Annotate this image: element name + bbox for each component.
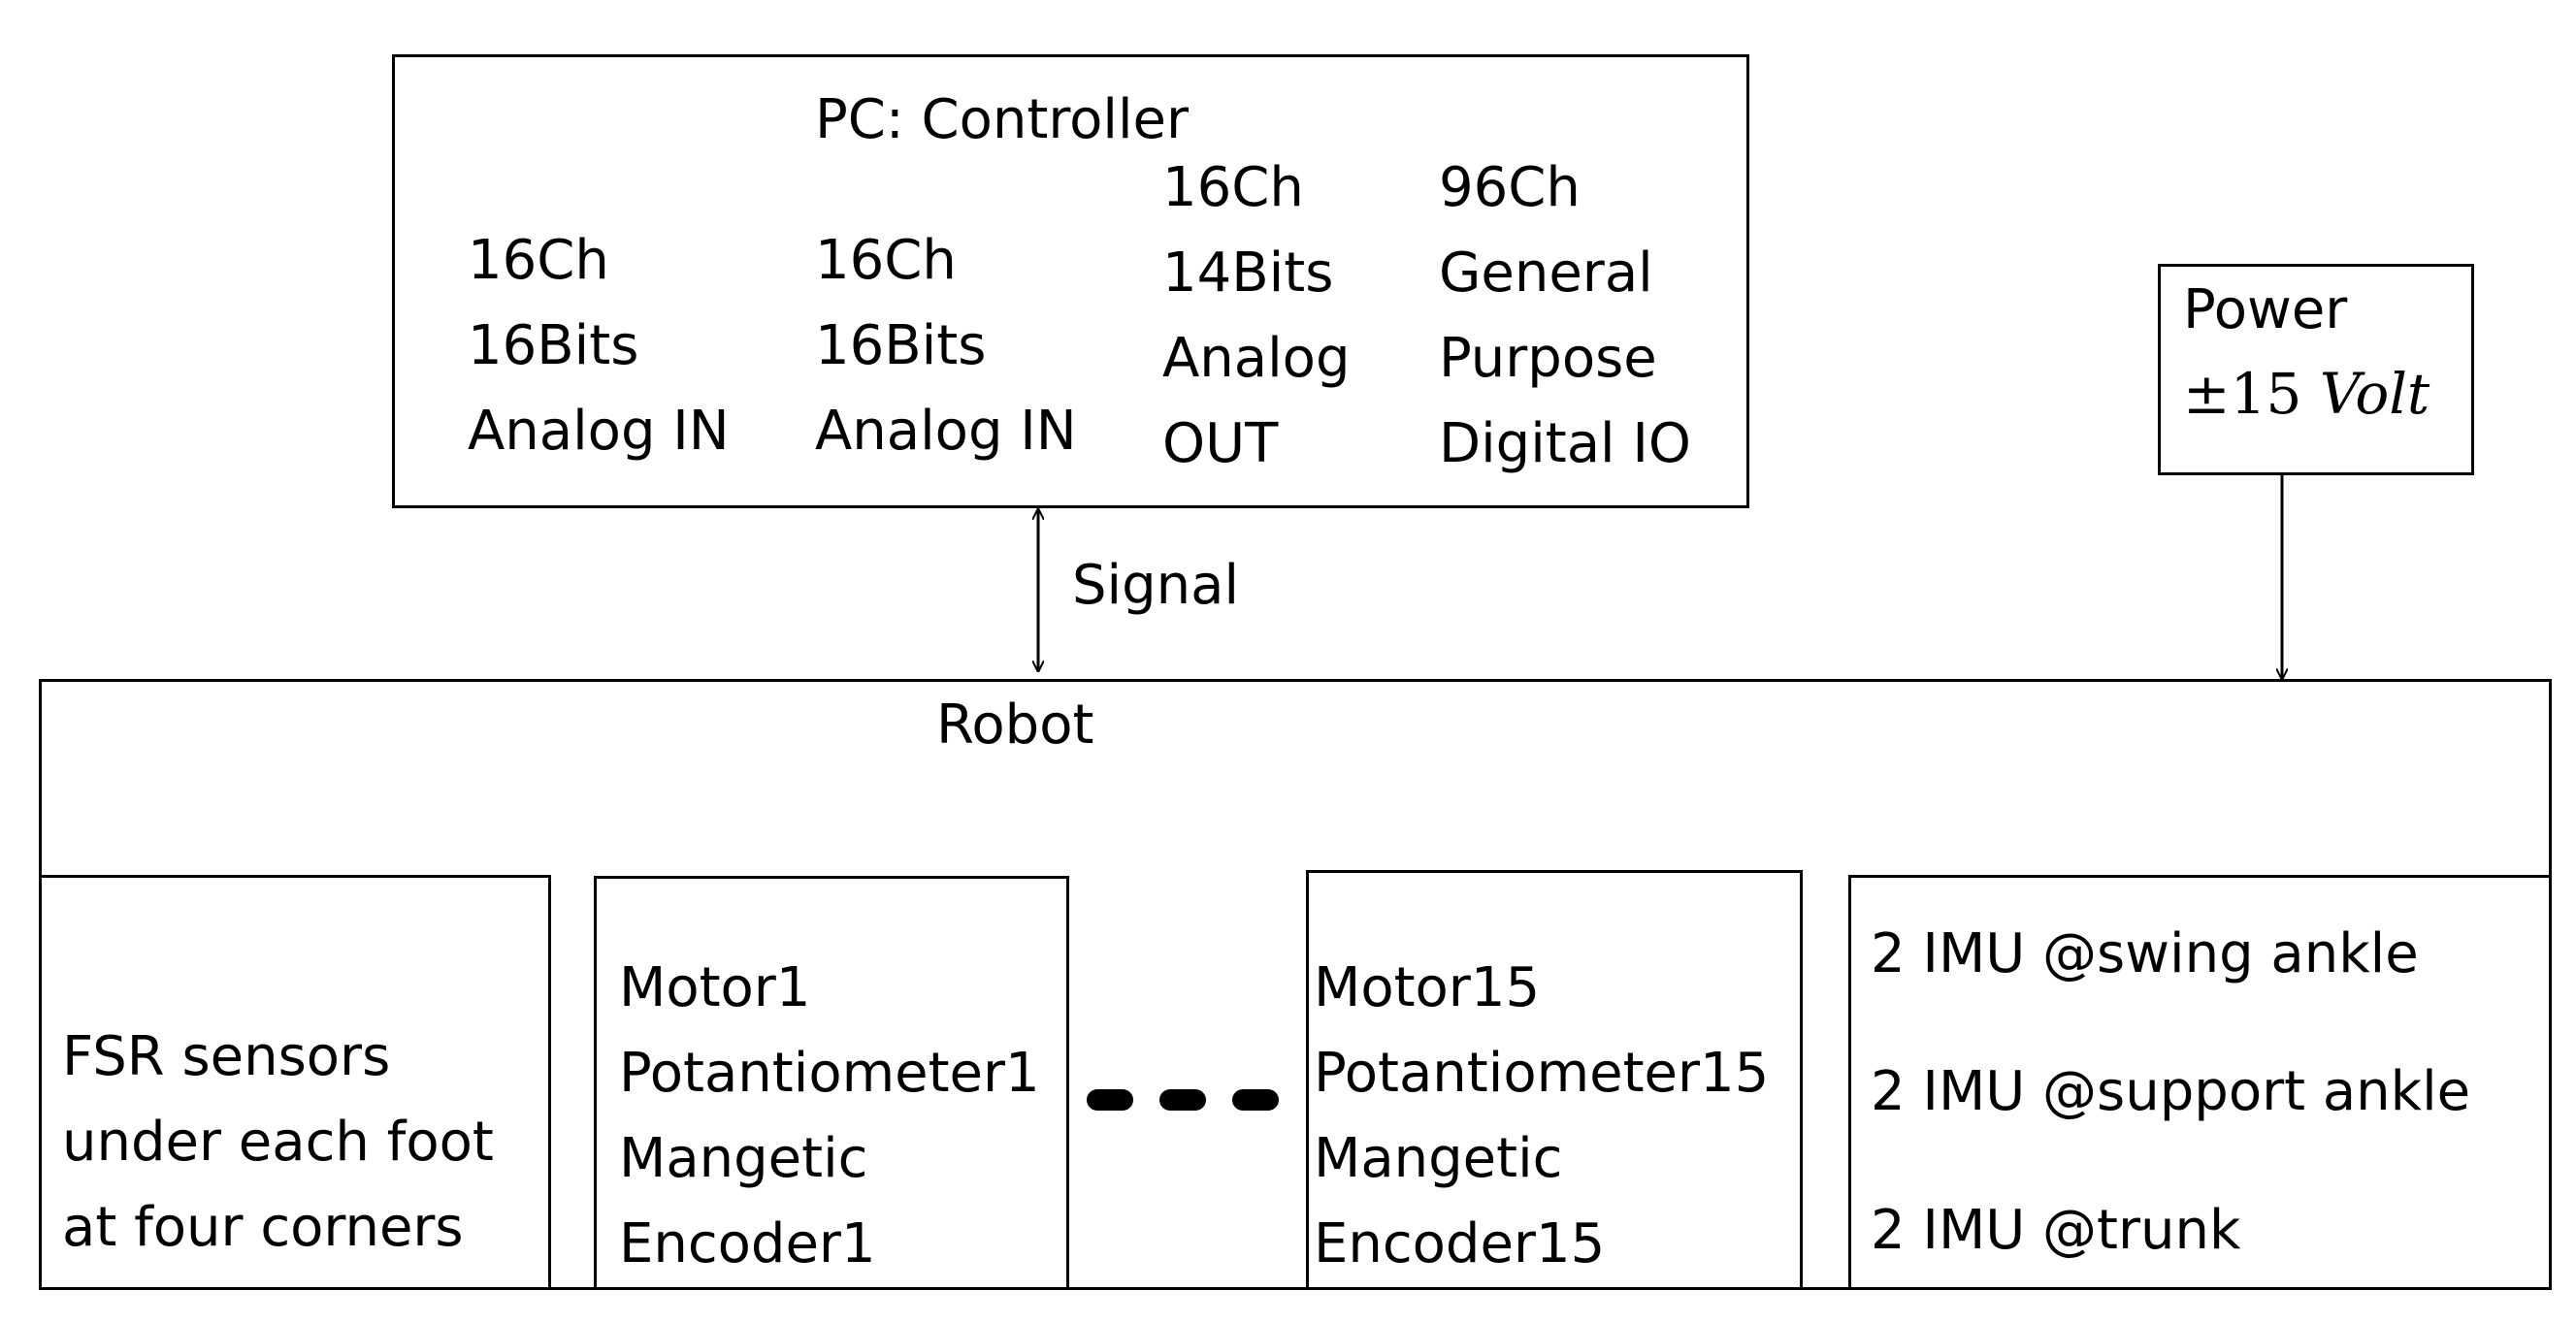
plus-minus-sign: ± [2183,361,2231,427]
power-box [2158,264,2474,475]
robot-title: Robot [936,694,1094,757]
ellipsis-dash-3 [1232,1089,1279,1111]
pc-controller-title: PC: Controller [815,88,1189,151]
ellipsis-dash-2 [1159,1089,1206,1111]
motor1-box [594,876,1069,1290]
fsr-sensors-box [39,875,551,1290]
imu-box [1848,875,2552,1290]
imu-trunk: 2 IMU @trunk [1871,1199,2241,1262]
signal-label: Signal [1072,554,1240,617]
ellipsis-dash-1 [1087,1089,1133,1111]
power-title: Power [2183,278,2348,341]
power-voltage: ±15 Volt [2183,351,2429,436]
voltage-unit: Volt [2319,361,2430,427]
voltage-value: 15 [2230,361,2302,427]
imu-swing-ankle: 2 IMU @swing ankle [1871,922,2419,985]
imu-support-ankle: 2 IMU @support ankle [1871,1060,2471,1123]
pc-controller-box [392,54,1749,508]
motor15-box [1306,870,1803,1290]
